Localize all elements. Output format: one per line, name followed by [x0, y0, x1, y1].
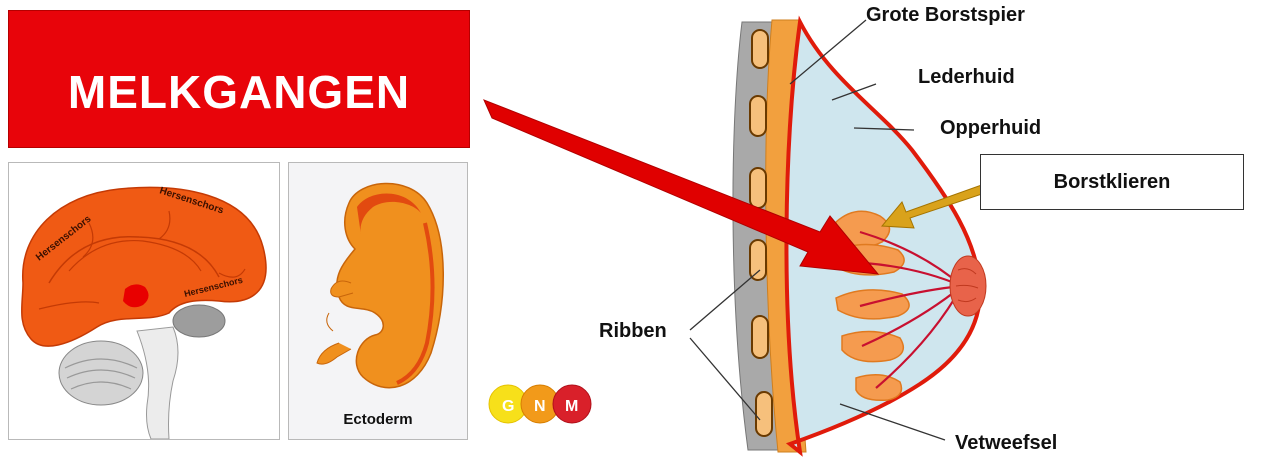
embryo-panel: Ectoderm	[288, 162, 468, 440]
label-grote-borstspier: Grote Borstspier	[866, 4, 1025, 27]
embryo-body	[337, 183, 443, 387]
label-vetweefsel: Vetweefsel	[955, 432, 1057, 455]
embryo-leg	[317, 343, 351, 364]
title-banner: MELKGANGEN	[8, 10, 470, 148]
chest-wall	[733, 22, 778, 450]
temporal-lobe	[173, 305, 225, 337]
mammary-lobes	[832, 211, 909, 400]
gold-arrow	[882, 182, 994, 228]
red-arrow	[484, 100, 878, 274]
leader-lines	[690, 20, 945, 440]
page-title: MELKGANGEN	[9, 65, 469, 119]
borstklieren-box: Borstklieren	[980, 154, 1244, 210]
logo-circle-m	[553, 385, 591, 423]
logo-circle-n	[521, 385, 559, 423]
nipple	[950, 256, 986, 316]
label-ribben: Ribben	[599, 320, 667, 343]
pectoral-muscle	[766, 20, 806, 452]
gnm-logo: G N M	[489, 385, 591, 423]
logo-circle-g	[489, 385, 527, 423]
label-borstklieren: Borstklieren	[981, 171, 1243, 194]
cerebellum	[59, 341, 143, 405]
logo-letter-m: M	[565, 398, 578, 415]
brainstem	[137, 327, 178, 439]
red-arrow-shape	[484, 100, 878, 274]
milk-ducts	[846, 232, 962, 388]
label-lederhuid: Lederhuid	[918, 66, 1015, 89]
embryo-label: Ectoderm	[289, 411, 467, 428]
label-opperhuid: Opperhuid	[940, 117, 1041, 140]
brain-panel: Hersenschors Hersenschors Hersenschors	[8, 162, 280, 440]
logo-letter-n: N	[534, 398, 546, 415]
cortex	[22, 187, 266, 346]
embryo-illustration	[289, 163, 468, 440]
gold-arrow-shape	[882, 182, 994, 228]
ribs	[750, 30, 772, 436]
brain-illustration: Hersenschors Hersenschors Hersenschors	[9, 163, 280, 440]
logo-letter-g: G	[502, 398, 514, 415]
